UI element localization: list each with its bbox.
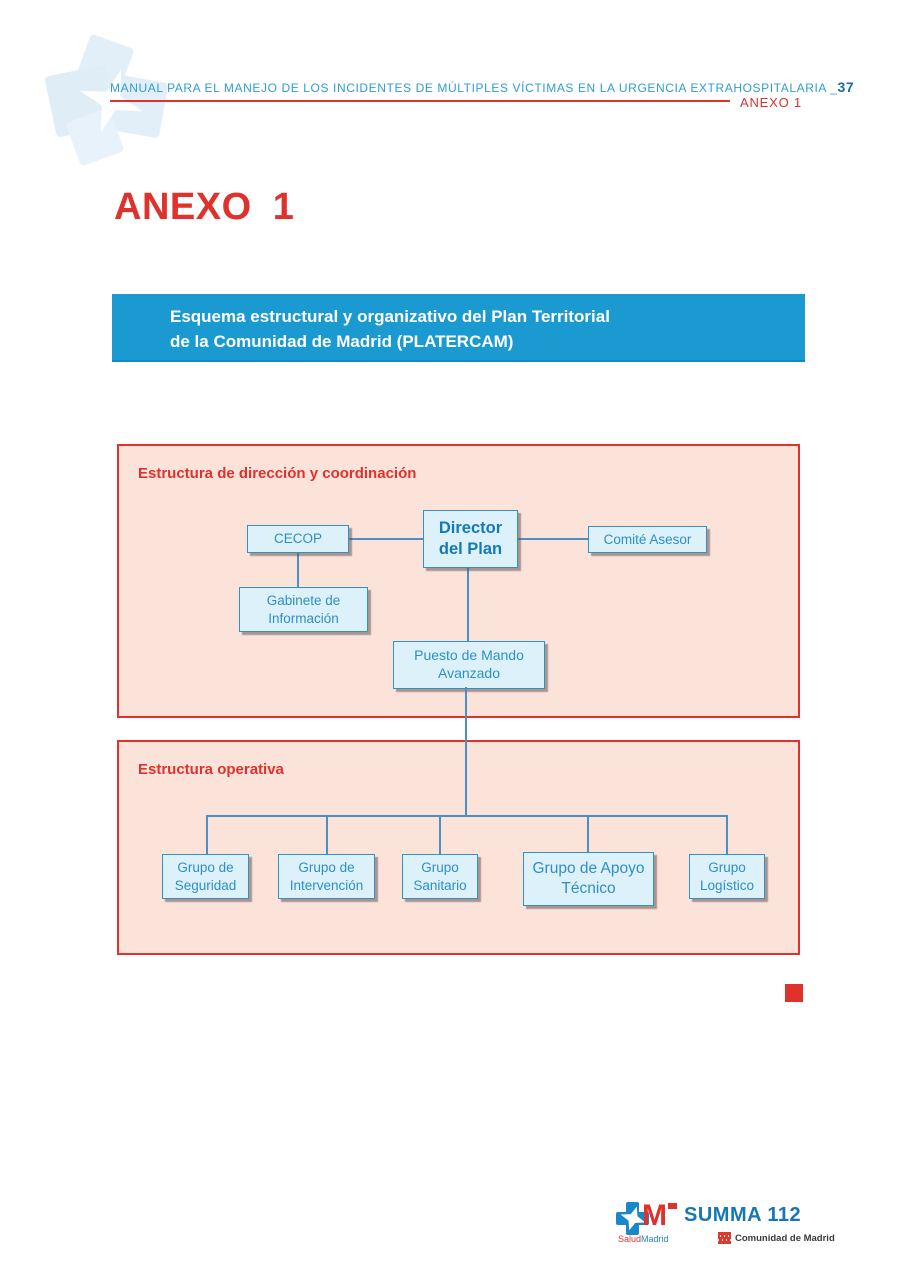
- banner-line1: Esquema estructural y organizativo del P…: [170, 307, 610, 326]
- comunidad-label: Comunidad de Madrid: [735, 1232, 835, 1244]
- page-title: ANEXO 1: [114, 186, 295, 228]
- node-grupo-intervencion: Grupo de Intervención: [278, 854, 375, 899]
- node-cecop: CECOP: [247, 525, 349, 553]
- comunidad-de-madrid-brand: Comunidad de Madrid: [718, 1232, 835, 1244]
- blue-cross-star-icon: [616, 1202, 649, 1235]
- saludmadrid-wordmark: SaludMadrid: [618, 1234, 669, 1244]
- banner-line2: de la Comunidad de Madrid (PLATERCAM): [170, 332, 514, 351]
- salud-text: Salud: [618, 1234, 642, 1244]
- node-gabinete-informacion: Gabinete de Información: [239, 587, 368, 632]
- saludmadrid-logo: M: [616, 1199, 680, 1235]
- madrid-text: Madrid: [641, 1234, 669, 1244]
- node-puesto-mando-avanzado: Puesto de Mando Avanzado: [393, 641, 545, 689]
- section-operative: Estructura operativa Grupo de Seguridad …: [117, 740, 800, 955]
- connector-director-puesto: [467, 568, 469, 641]
- connector-drop-sanitario: [439, 815, 441, 854]
- end-of-section-mark: [785, 984, 803, 1002]
- page-number: 37: [837, 79, 855, 95]
- node-grupo-sanitario: Grupo Sanitario: [402, 854, 478, 899]
- summa-112-wordmark: SUMMA 112: [684, 1204, 802, 1226]
- node-comite-asesor: Comité Asesor: [588, 526, 707, 553]
- section-operative-title: Estructura operativa: [138, 761, 284, 778]
- node-grupo-logistico: Grupo Logístico: [689, 854, 765, 899]
- connector-director-comite: [518, 538, 588, 540]
- node-grupo-apoyo-tecnico: Grupo de Apoyo Técnico: [523, 852, 654, 906]
- comunidad-flag-icon: [718, 1232, 731, 1244]
- connector-drop-intervencion: [326, 815, 328, 854]
- connector-drop-apoyo-tecnico: [587, 815, 589, 852]
- connector-puesto-operative: [465, 687, 467, 815]
- connector-cecop-director: [349, 538, 423, 540]
- connector-drop-logistico: [726, 815, 728, 854]
- connector-cecop-gabinete: [297, 553, 299, 587]
- connector-groups-horizontal: [207, 815, 728, 817]
- node-grupo-seguridad: Grupo de Seguridad: [162, 854, 249, 899]
- madrid-m-icon: M: [642, 1199, 667, 1232]
- banner: Esquema estructural y organizativo del P…: [112, 294, 805, 362]
- section-direction-title: Estructura de dirección y coordinación: [138, 465, 417, 482]
- header-rule: [110, 100, 730, 102]
- connector-drop-seguridad: [206, 815, 208, 854]
- running-header-title: MANUAL PARA EL MANEJO DE LOS INCIDENTES …: [110, 81, 838, 95]
- node-director-del-plan: Director del Plan: [423, 510, 518, 568]
- header-annex-label: ANEXO 1: [740, 95, 802, 110]
- mini-flag-icon: [668, 1203, 677, 1209]
- section-direction-coordination: Estructura de dirección y coordinación C…: [117, 444, 800, 718]
- running-header: MANUAL PARA EL MANEJO DE LOS INCIDENTES …: [110, 79, 854, 95]
- footer-brand: M SaludMadrid SUMMA 112 Comunidad de Mad…: [616, 1199, 856, 1252]
